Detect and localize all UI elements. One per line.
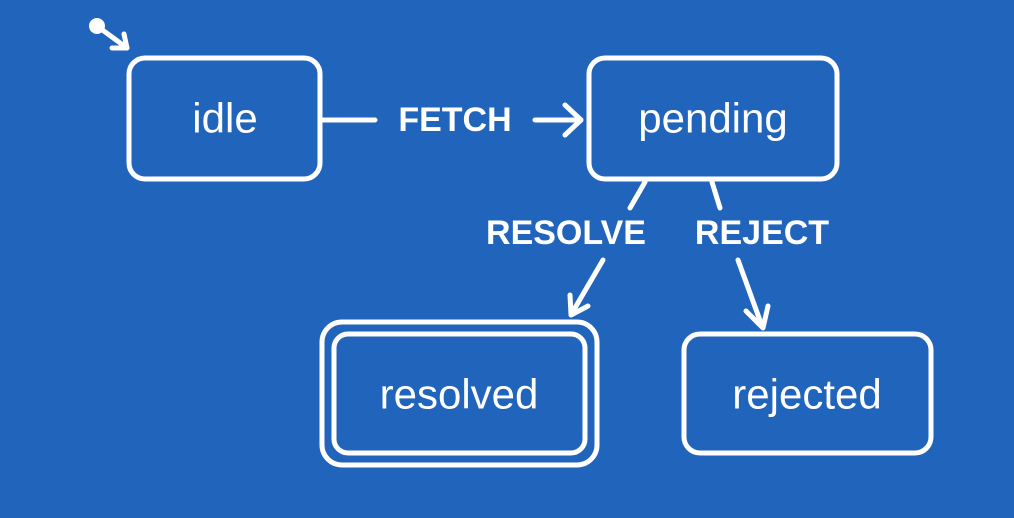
initial-arrow-line xyxy=(94,23,130,51)
transition-reject-label: REJECT xyxy=(695,214,829,252)
state-resolved-inner-box xyxy=(331,331,588,456)
transition-reject-line-start xyxy=(709,179,723,211)
state-idle: idle xyxy=(126,55,323,182)
state-pending-box xyxy=(586,55,840,182)
transition-fetch-label: FETCH xyxy=(398,101,511,139)
state-resolved: resolved xyxy=(319,319,600,468)
transition-fetch: FETCH xyxy=(320,101,584,139)
transition-fetch-arrowhead xyxy=(562,102,584,138)
state-idle-box xyxy=(126,55,323,182)
state-rejected-box xyxy=(681,331,934,456)
state-idle-label: idle xyxy=(192,95,257,142)
state-pending: pending xyxy=(586,55,840,182)
initial-state-marker xyxy=(89,18,130,51)
transition-reject-arrowhead xyxy=(743,303,771,331)
transition-reject-line-end xyxy=(735,257,765,329)
transition-resolve-line-end xyxy=(569,257,606,316)
initial-arrow-head xyxy=(109,31,130,51)
state-rejected: rejected xyxy=(681,331,934,456)
transition-resolve-label: RESOLVE xyxy=(486,214,646,252)
transition-resolve-arrowhead xyxy=(567,292,591,318)
state-resolved-outer-box xyxy=(319,319,600,468)
transition-resolve-line-start xyxy=(627,179,648,211)
state-pending-label: pending xyxy=(638,95,787,142)
state-resolved-label: resolved xyxy=(380,371,539,418)
transition-reject: REJECT xyxy=(695,179,829,331)
transition-resolve: RESOLVE xyxy=(486,179,648,318)
state-rejected-label: rejected xyxy=(732,371,881,418)
